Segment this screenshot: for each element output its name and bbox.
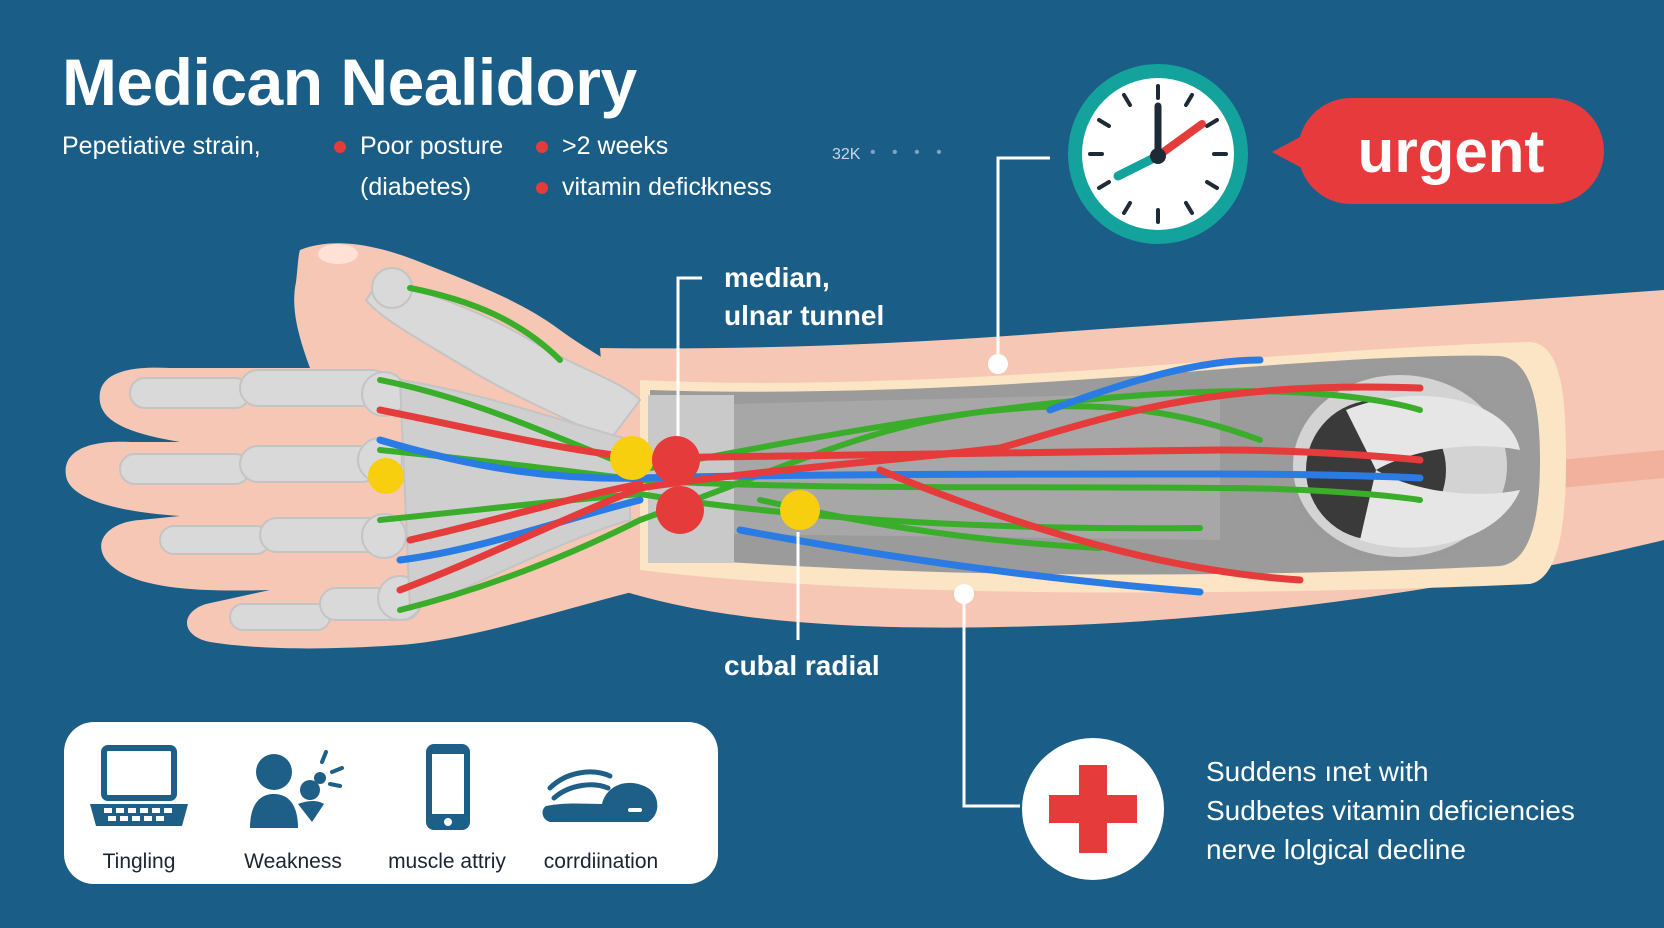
tiny-label: 32K bbox=[832, 146, 861, 163]
urgent-badge: urgent bbox=[1272, 98, 1604, 204]
symptom-label: Weakness bbox=[244, 850, 342, 873]
bullet-dot-icon bbox=[334, 141, 346, 154]
red-flag-line-2: Sudbetes vitamin deficiencies bbox=[1206, 795, 1575, 826]
red-flag-line-1: Suddens ınet with bbox=[1206, 756, 1429, 787]
symptom-weakness: Weakness bbox=[218, 742, 368, 874]
medical-cross-badge bbox=[1022, 738, 1164, 880]
symptom-muscle-atrophy: muscle attriy bbox=[372, 742, 522, 874]
clock-icon bbox=[1068, 64, 1248, 244]
red-flags-text: Suddens ınet with Sudbetes vitamin defic… bbox=[1206, 752, 1575, 869]
label-median: median, bbox=[724, 262, 830, 293]
page-title: Medican Nealidory bbox=[62, 45, 637, 119]
risk-factor-2b: (diabetes) bbox=[360, 173, 472, 201]
phone-icon bbox=[426, 744, 470, 830]
tiny-dots: • • • • bbox=[870, 144, 948, 161]
markers bbox=[368, 436, 820, 534]
bullet-dot-icon bbox=[536, 182, 548, 195]
risk-factor-3: >2 weeks bbox=[536, 131, 668, 161]
label-cubital-radial: cubal radial bbox=[724, 650, 880, 681]
label-ulnar-tunnel: ulnar tunnel bbox=[724, 300, 885, 331]
symptom-label: Tingling bbox=[102, 850, 176, 873]
risk-factor-4: vitamin deficłkness bbox=[536, 172, 772, 202]
urgent-label: urgent bbox=[1357, 117, 1545, 185]
risk-factor-2: Poor posture bbox=[334, 131, 503, 161]
sleeping-icon bbox=[542, 769, 658, 822]
bullet-dot-icon bbox=[536, 141, 548, 154]
person-speaking-icon bbox=[250, 750, 344, 828]
elbow-joint bbox=[1287, 369, 1520, 563]
symptom-label: corrdiination bbox=[543, 850, 659, 873]
symptom-label: muscle attriy bbox=[388, 850, 506, 873]
risk-factor-1: Pepetiative strain, bbox=[62, 132, 261, 160]
symptom-coordination: corrdiination bbox=[526, 742, 676, 874]
symptoms-panel: Tingling Weakness muscle attriy bbox=[64, 722, 718, 884]
medical-cross-icon bbox=[1049, 765, 1137, 853]
symptom-tingling: Tingling bbox=[64, 742, 214, 874]
red-flag-line-3: nerve lolgical decline bbox=[1206, 834, 1466, 865]
laptop-icon bbox=[90, 745, 188, 826]
leader-lines bbox=[676, 156, 1050, 808]
